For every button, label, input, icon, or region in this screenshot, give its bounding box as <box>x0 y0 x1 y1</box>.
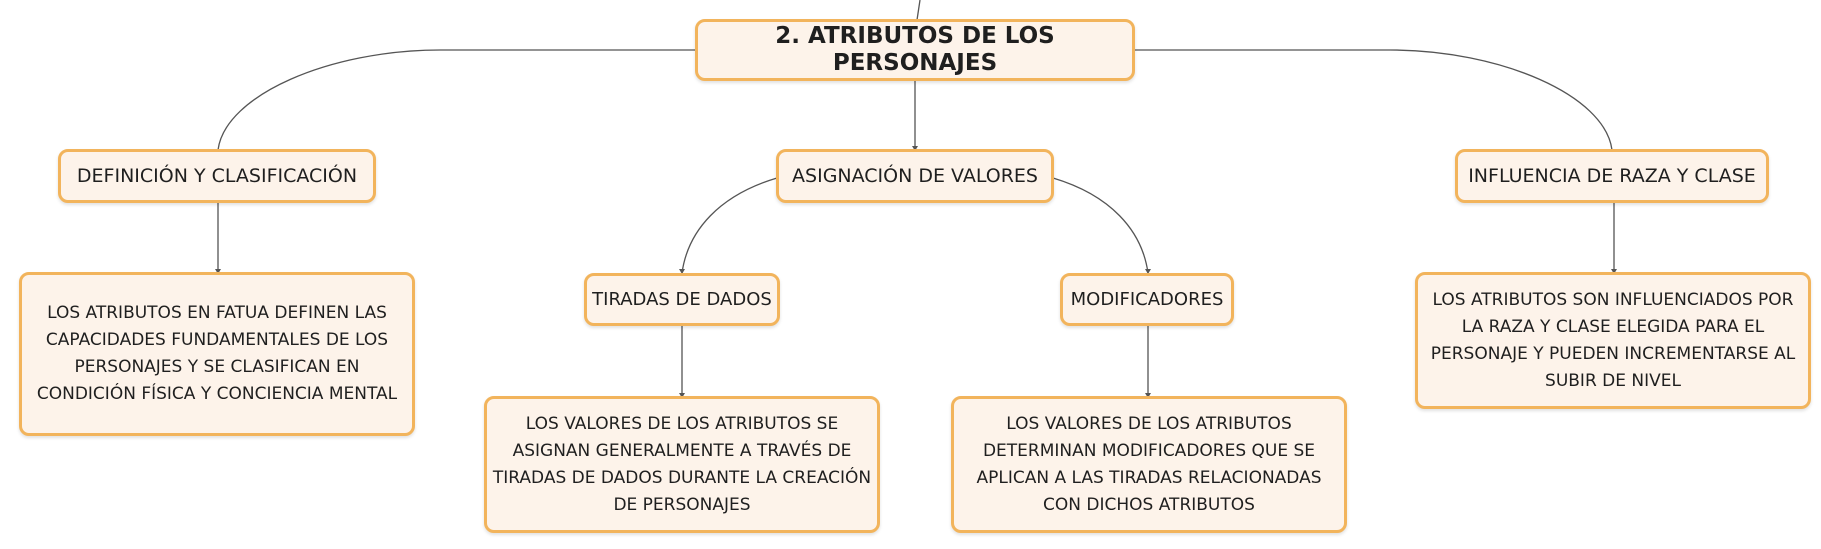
detail-node-definicion[interactable]: LOS ATRIBUTOS EN FATUA DEFINEN LAS CAPAC… <box>19 272 415 436</box>
branch-node-asignacion[interactable]: ASIGNACIÓN DE VALORES <box>776 149 1054 203</box>
connector-root-influencia <box>1134 49 1613 151</box>
detail-node-tiradas[interactable]: LOS VALORES DE LOS ATRIBUTOS SE ASIGNAN … <box>484 396 880 533</box>
arrowhead-tiradas-detail <box>679 393 685 398</box>
arrowhead-tiradas <box>679 269 685 274</box>
child-node-tiradas[interactable]: TIRADAS DE DADOS <box>584 273 780 326</box>
arrowhead-modificadores-detail <box>1145 393 1151 398</box>
arrowhead-asignacion <box>912 146 918 151</box>
connector-asignacion-tiradas <box>681 177 778 274</box>
arrowhead-influencia-detail <box>1611 269 1617 274</box>
connector-root-parent <box>916 0 921 21</box>
connector-root-definicion <box>217 49 697 151</box>
branch-node-influencia[interactable]: INFLUENCIA DE RAZA Y CLASE <box>1455 149 1769 203</box>
branch-node-definicion[interactable]: DEFINICIÓN Y CLASIFICACIÓN <box>58 149 376 203</box>
detail-node-influencia[interactable]: LOS ATRIBUTOS SON INFLUENCIADOS POR LA R… <box>1415 272 1811 409</box>
arrowhead-definicion-detail <box>215 269 221 274</box>
detail-node-modificadores[interactable]: LOS VALORES DE LOS ATRIBUTOS DETERMINAN … <box>951 396 1347 533</box>
root-node[interactable]: 2. ATRIBUTOS DE LOS PERSONAJES <box>695 19 1135 81</box>
child-node-modificadores[interactable]: MODIFICADORES <box>1060 273 1234 326</box>
arrowhead-modificadores <box>1145 269 1151 274</box>
connector-asignacion-modificadores <box>1052 177 1149 274</box>
